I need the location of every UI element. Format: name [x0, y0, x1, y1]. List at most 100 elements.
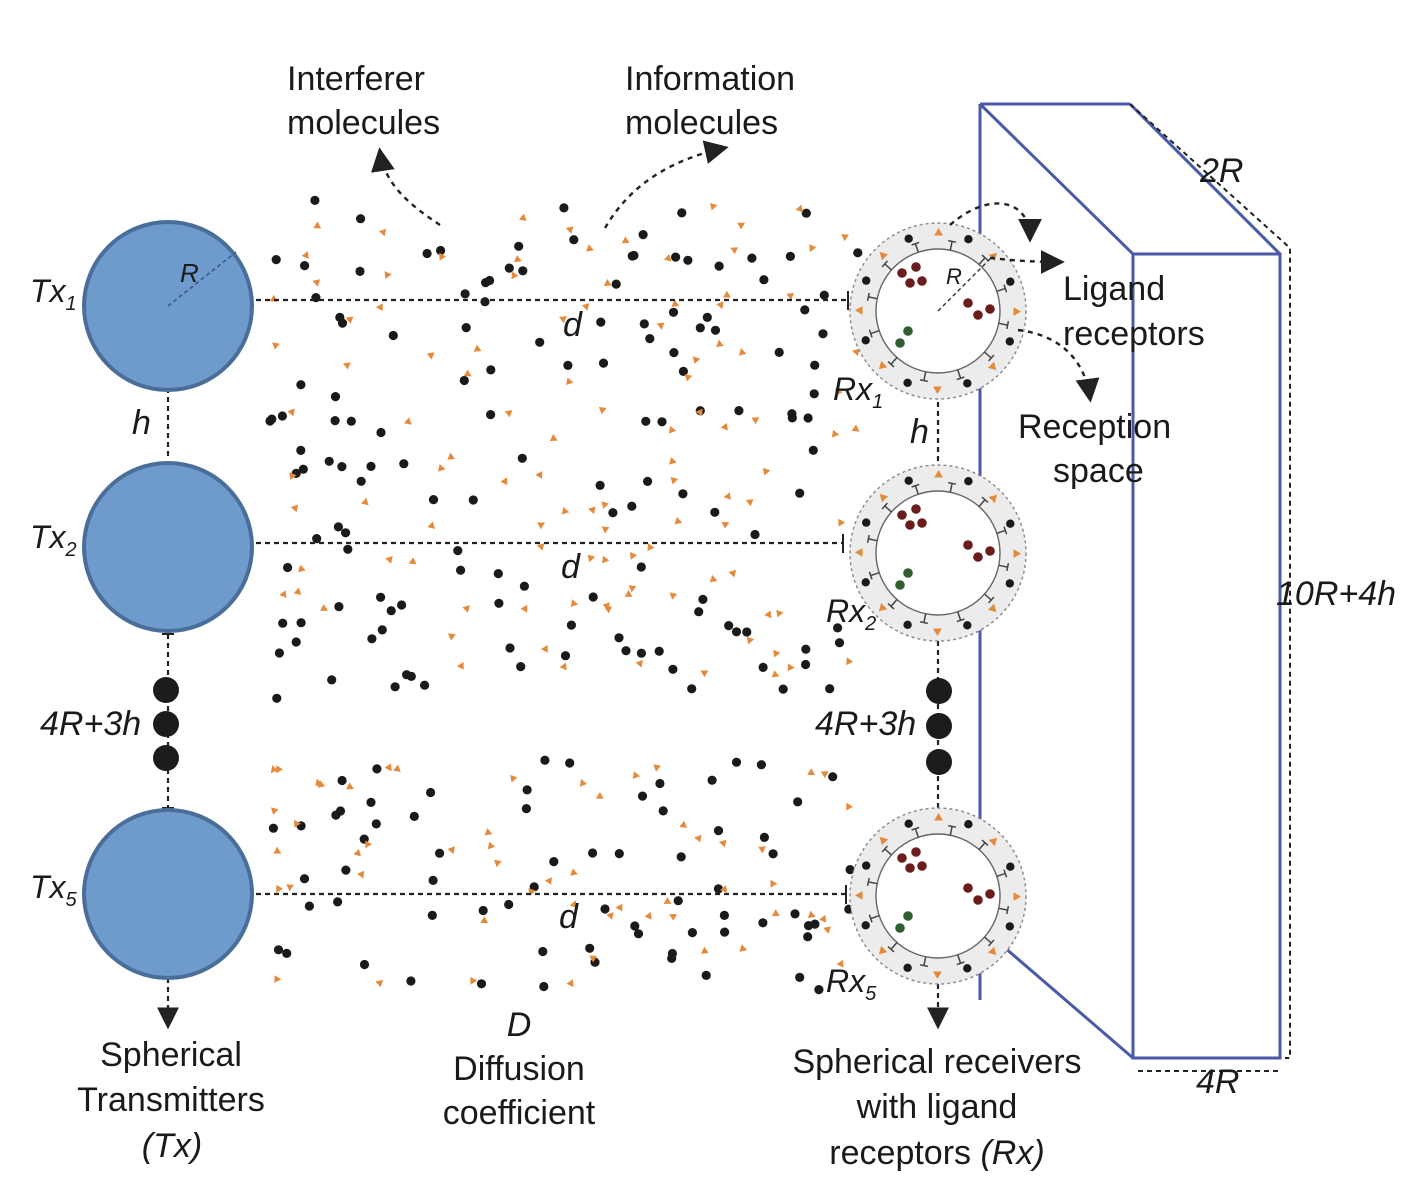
information-molecule — [334, 602, 344, 612]
interferer-molecule — [365, 840, 373, 849]
distance-label-2: d — [561, 548, 581, 586]
interferer-molecule — [426, 352, 435, 360]
interferer-molecule — [720, 422, 728, 431]
information-molecule — [559, 203, 569, 213]
interferer-molecule — [746, 636, 755, 645]
information-molecule — [595, 480, 605, 490]
information-molecule — [569, 235, 579, 245]
ligand-receptor-head — [868, 329, 873, 338]
information-molecule — [608, 508, 618, 518]
interferer-molecule — [604, 606, 613, 614]
information-molecule — [747, 253, 757, 263]
interferer-molecule — [385, 556, 393, 564]
information-molecule — [337, 462, 347, 472]
information-molecule — [355, 266, 365, 276]
information-molecule — [630, 921, 640, 931]
interferer-molecule — [286, 884, 294, 892]
box-top-right-edge — [1128, 102, 1282, 256]
information-molecule — [657, 417, 667, 427]
information-molecule — [710, 507, 720, 517]
bound-molecule — [985, 546, 995, 556]
interferer-molecule — [723, 492, 731, 500]
interferer-molecule — [841, 234, 849, 242]
information-molecule — [366, 461, 376, 471]
information-molecule — [750, 529, 760, 540]
information-molecule — [810, 919, 820, 929]
information-molecule — [669, 348, 679, 358]
interferer-molecule — [447, 452, 455, 460]
interferer-molecule — [987, 946, 997, 956]
interferer-molecule — [745, 499, 754, 507]
distance-ticks — [162, 291, 849, 904]
interferer-molecule — [570, 868, 578, 876]
interferer-molecule — [598, 407, 607, 415]
information-molecule — [376, 592, 386, 602]
information-molecule — [598, 358, 609, 368]
information-molecule — [588, 848, 598, 858]
information-molecule — [283, 562, 293, 573]
ligand-receptor-head — [988, 596, 995, 604]
information-molecule — [335, 806, 346, 816]
information-molecule — [356, 214, 366, 224]
information-molecule — [810, 360, 820, 370]
interferer-molecule — [728, 569, 736, 578]
information-molecule — [627, 501, 637, 511]
information-molecule — [803, 413, 813, 423]
captions: Spherical Transmitters (Tx) D Diffusion … — [77, 1006, 1081, 1172]
interferer-molecule — [294, 819, 301, 828]
information-molecule — [343, 544, 353, 554]
information-molecule — [862, 276, 871, 285]
rx1-label: Rx1 — [833, 371, 883, 413]
ligand-receptor-head — [881, 260, 888, 268]
interferer-molecule — [384, 763, 392, 772]
ligand-receptor-head — [956, 618, 965, 623]
interferer-molecule — [520, 604, 528, 613]
information-molecule — [377, 625, 387, 635]
transmitter-2 — [82, 461, 254, 633]
information-molecule — [614, 849, 624, 859]
information-molecule — [790, 909, 800, 919]
information-molecule — [367, 634, 377, 644]
interferer-molecule — [463, 369, 472, 377]
information-molecule — [356, 476, 366, 486]
information-molecule — [734, 406, 744, 416]
ligand-receptor — [978, 499, 986, 508]
interferer-molecule — [1013, 549, 1021, 558]
information-molecule — [540, 755, 550, 765]
interferer-molecule — [271, 807, 279, 815]
information-molecule — [486, 365, 496, 375]
bound-molecule — [973, 895, 983, 905]
interferer-molecule — [346, 782, 354, 790]
interferer-molecule — [934, 228, 943, 236]
information-molecule — [853, 248, 863, 258]
information-molecule — [521, 804, 532, 814]
interferer-molecule — [807, 768, 815, 776]
interferer-molecule — [345, 316, 354, 324]
information-molecule — [516, 662, 526, 672]
information-molecule — [267, 414, 277, 424]
interferer-molecule — [694, 834, 702, 843]
information-molecule — [386, 606, 396, 616]
interferer-molecule — [668, 425, 677, 434]
information-molecule — [529, 882, 539, 892]
information-molecule — [341, 528, 351, 538]
information-molecule — [719, 910, 730, 921]
bound-molecule — [905, 278, 915, 288]
interferer-molecule — [723, 290, 731, 298]
information-molecule — [1006, 862, 1015, 871]
interferer-molecule — [293, 587, 302, 595]
ellipsis-dot — [926, 678, 952, 704]
ligand-receptor — [983, 351, 992, 359]
interferer-molecule — [846, 802, 853, 811]
observation-box — [978, 102, 1282, 1060]
information-molecule — [678, 489, 688, 499]
ligand-receptor-head — [981, 496, 989, 503]
interferer-molecule — [669, 914, 677, 921]
distance-label-5: d — [559, 898, 579, 936]
tx-connectors — [157, 298, 949, 1030]
receiver-body — [875, 490, 1001, 616]
ellipsis-dot — [153, 711, 179, 737]
information-molecule — [694, 607, 704, 617]
interferer-molecule — [738, 348, 747, 356]
